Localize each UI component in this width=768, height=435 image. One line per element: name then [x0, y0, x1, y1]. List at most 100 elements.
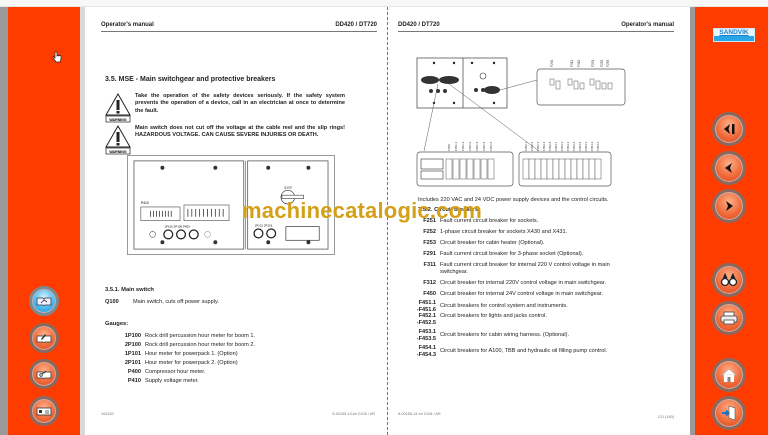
- left-page-header: Operator's manual DD420 / DT720: [101, 22, 377, 32]
- hand-cursor-icon: [52, 51, 62, 63]
- previous-icon: [725, 163, 732, 173]
- svg-text:F454.2: F454.2: [590, 141, 594, 151]
- left-separator: [80, 7, 85, 435]
- first-page-icon: [724, 124, 735, 134]
- svg-text:F453.5: F453.5: [578, 141, 582, 151]
- breaker-range-row: F454.1-F454.3Circuit breakers for A100, …: [416, 345, 608, 358]
- svg-text:F451.6: F451.6: [489, 141, 493, 151]
- print-button[interactable]: [712, 301, 746, 335]
- circuit-breaker-diagram: F291 F311 F312 F251 F252 F253 F450 F451.…: [416, 57, 626, 187]
- home-icon: [721, 368, 737, 382]
- svg-text:F291: F291: [550, 60, 554, 67]
- svg-text:F252: F252: [600, 60, 604, 67]
- exit-button[interactable]: [712, 396, 746, 430]
- right-page-header: DD420 / DT720 Operator's manual: [398, 22, 674, 32]
- printer-icon: [720, 311, 738, 325]
- svg-text:F452.2: F452.2: [530, 141, 534, 151]
- next-page-button[interactable]: [712, 189, 746, 223]
- header-model: DD420 / DT720: [335, 22, 377, 28]
- open-book-icon: [36, 297, 52, 306]
- binoculars-icon: [720, 273, 738, 287]
- svg-text:1P100 2P100 P400: 1P100 2P100 P400: [164, 225, 190, 229]
- book-link-icon: [36, 370, 52, 379]
- svg-text:F452.1: F452.1: [524, 141, 528, 151]
- book-pen-icon: [36, 334, 52, 343]
- svg-text:F450: F450: [447, 144, 451, 151]
- breaker-range-row: F452.1-F452.5Circuit breakers for lights…: [416, 313, 547, 326]
- diagram-caption: Includes 220 VAC and 24 VDC power supply…: [418, 197, 609, 203]
- header-title: Operator's manual: [101, 22, 154, 28]
- view-book-button[interactable]: [29, 286, 59, 316]
- page-divider: [387, 7, 388, 435]
- breaker-row-continued: switchgear.: [440, 269, 468, 275]
- svg-text:F452.5: F452.5: [548, 141, 552, 151]
- svg-text:F251: F251: [591, 60, 595, 67]
- book-pages-icon: [36, 407, 52, 416]
- svg-text:F311: F311: [570, 60, 574, 67]
- warning-triangle-icon: WARNING: [105, 93, 131, 123]
- breaker-range-row: F453.1-F453.5Circuit breakers for cabin …: [416, 329, 570, 342]
- exit-door-icon: [722, 405, 736, 421]
- switchgear-front-diagram: P410 1P100 2P100 P400 Q100 1P101 2P101: [127, 155, 335, 255]
- next-icon: [726, 201, 733, 211]
- search-button[interactable]: [712, 263, 746, 297]
- footer-doc-id: 8-00155-14-en 0106 / AR: [332, 412, 375, 416]
- svg-text:P410: P410: [141, 201, 149, 205]
- svg-text:F253: F253: [606, 60, 610, 67]
- svg-text:F451.4: F451.4: [475, 141, 479, 151]
- warning-block: WARNING Main switch does not cut off the…: [105, 125, 345, 157]
- svg-text:F454.3: F454.3: [596, 141, 600, 151]
- first-page-button[interactable]: [712, 112, 746, 146]
- warning-text: Main switch does not cut off the voltage…: [135, 125, 345, 139]
- svg-text:WARNING: WARNING: [109, 150, 127, 154]
- sandvik-logo: SANDVIK: [713, 28, 755, 42]
- section-title: 3.5. MSE - Main switchgear and protectiv…: [105, 76, 276, 83]
- right-page: DD420 / DT720 Operator's manual F291 F31…: [388, 7, 690, 435]
- svg-text:F453.2: F453.2: [560, 141, 564, 151]
- svg-text:1P101 2P101: 1P101 2P101: [255, 224, 273, 228]
- footer-code: 100152: [101, 412, 114, 416]
- book-pages-button[interactable]: [29, 396, 59, 426]
- svg-text:F454.1: F454.1: [584, 141, 588, 151]
- svg-text:F451.1: F451.1: [454, 141, 458, 151]
- warning-triangle-icon: WARNING: [105, 125, 131, 155]
- svg-text:F452.3: F452.3: [536, 141, 540, 151]
- breaker-range-row: F451.1-F451.6Circuit breakers for contro…: [416, 300, 568, 313]
- svg-text:F453.4: F453.4: [572, 141, 576, 151]
- header-model: DD420 / DT720: [398, 22, 440, 28]
- annotate-book-button[interactable]: [29, 323, 59, 353]
- bookmark-book-button[interactable]: [29, 359, 59, 389]
- previous-page-button[interactable]: [712, 151, 746, 185]
- window-top-strip: [0, 0, 768, 7]
- left-gutter: [0, 7, 8, 435]
- svg-text:F453.3: F453.3: [566, 141, 570, 151]
- svg-text:Q100: Q100: [284, 185, 292, 189]
- subsection-title: 3.5.2. Circuit breakers: [418, 207, 479, 213]
- page-number: 121 (180): [657, 415, 674, 419]
- home-button[interactable]: [712, 358, 746, 392]
- svg-text:F451.2: F451.2: [461, 141, 465, 151]
- svg-text:F451.5: F451.5: [482, 141, 486, 151]
- svg-text:F451.3: F451.3: [468, 141, 472, 151]
- svg-text:F312: F312: [577, 60, 581, 67]
- right-separator: [690, 7, 695, 435]
- footer-doc-id: 8-00155-14-en 0106 / AR: [398, 412, 441, 416]
- warning-text: Take the operation of the safety devices…: [135, 93, 345, 114]
- header-title: Operator's manual: [621, 22, 674, 28]
- watermark: machinecatalogic.com: [242, 198, 482, 223]
- subsection-title: 3.5.1. Main switch: [105, 287, 154, 293]
